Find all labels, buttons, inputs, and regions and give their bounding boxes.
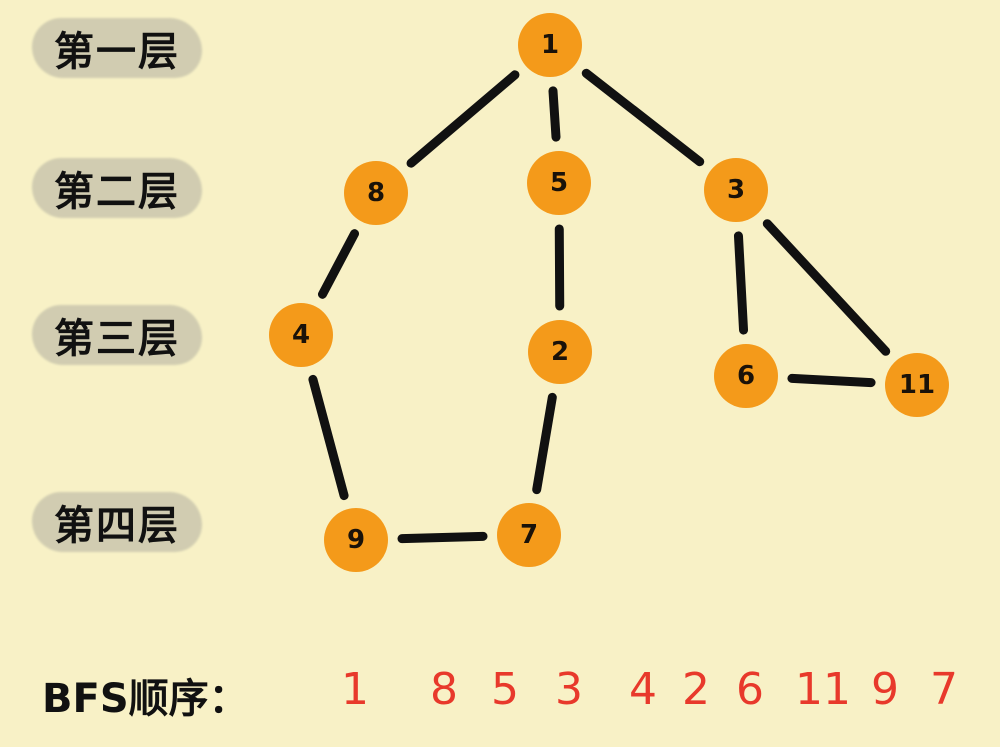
bfs-order-item: 4 xyxy=(629,664,657,715)
node-label: 11 xyxy=(898,370,936,400)
bfs-order-item: 5 xyxy=(491,664,519,715)
graph-node-2: 2 xyxy=(528,320,592,384)
graph-node-3: 3 xyxy=(704,158,768,222)
node-label: 5 xyxy=(549,168,569,198)
graph-node-1: 1 xyxy=(518,13,582,77)
edge-3-11 xyxy=(762,219,891,356)
graph-node-5: 5 xyxy=(527,151,591,215)
graph-node-6: 6 xyxy=(714,344,778,408)
node-label: 4 xyxy=(291,320,311,350)
edge-1-8 xyxy=(406,70,520,168)
level-label-text: 第二层 xyxy=(54,169,180,215)
node-label: 3 xyxy=(726,175,746,205)
edge-1-5 xyxy=(548,86,561,142)
graph-node-8: 8 xyxy=(344,161,408,225)
node-label: 2 xyxy=(550,337,570,367)
graph-node-7: 7 xyxy=(497,503,561,567)
bfs-order-item: 9 xyxy=(871,664,899,715)
label-blob xyxy=(32,305,202,365)
edges-layer xyxy=(308,68,891,544)
edge-2-7 xyxy=(532,392,557,495)
level-label-3: 第三层 xyxy=(32,305,202,365)
edge-9-7 xyxy=(397,531,488,544)
level-label-text: 第一层 xyxy=(54,29,180,75)
level-label-1: 第一层 xyxy=(32,18,202,78)
level-label-2: 第二层 xyxy=(32,158,202,218)
bfs-order-item: 1 xyxy=(341,664,369,715)
node-label: 7 xyxy=(519,520,539,550)
node-label: 6 xyxy=(736,361,756,391)
level-label-text: 第四层 xyxy=(54,503,180,549)
edge-3-6 xyxy=(733,231,749,335)
bfs-order-label: BFS顺序： xyxy=(42,676,249,722)
level-label-4: 第四层 xyxy=(32,492,202,552)
graph-node-4: 4 xyxy=(269,303,333,367)
bfs-order-item: 8 xyxy=(430,664,458,715)
graph-node-11: 11 xyxy=(885,353,949,417)
bfs-order-row: BFS顺序： 1 8 5 3 4 2 6 11 9 7 xyxy=(42,658,982,728)
bfs-order-item: 6 xyxy=(736,664,764,715)
label-blob xyxy=(32,158,202,218)
bfs-order-item: 11 xyxy=(795,664,851,715)
edge-8-4 xyxy=(317,229,360,299)
node-label: 9 xyxy=(346,525,366,555)
edge-1-3 xyxy=(581,68,705,167)
bfs-order-item: 2 xyxy=(682,664,710,715)
label-blob xyxy=(32,18,202,78)
graph-node-9: 9 xyxy=(324,508,388,572)
bfs-order-item: 7 xyxy=(930,664,958,715)
edge-6-11 xyxy=(787,373,876,388)
label-blob xyxy=(32,492,202,552)
node-label: 1 xyxy=(540,30,560,60)
node-label: 8 xyxy=(366,178,386,208)
level-label-text: 第三层 xyxy=(54,316,180,362)
edge-4-9 xyxy=(308,374,349,501)
bfs-order-item: 3 xyxy=(555,664,583,715)
